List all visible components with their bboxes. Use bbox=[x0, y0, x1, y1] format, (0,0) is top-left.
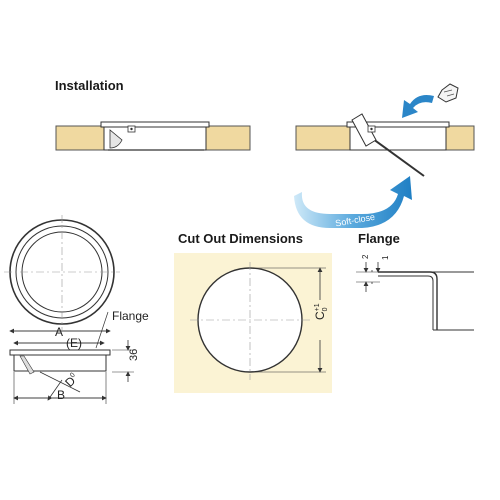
cutout-panel: C+10 bbox=[174, 253, 332, 393]
dim-e: (E) bbox=[66, 336, 82, 350]
wood-board-right-a bbox=[295, 125, 351, 151]
drop-arrow-icon bbox=[402, 95, 434, 118]
title-installation: Installation bbox=[55, 78, 124, 93]
title-flange: Flange bbox=[358, 231, 400, 246]
wood-board-left-b bbox=[205, 125, 251, 151]
pull-lid bbox=[109, 129, 123, 149]
flange-profile bbox=[378, 271, 438, 330]
installation-right: Soft-close bbox=[294, 83, 475, 229]
wood-board-right-b bbox=[445, 125, 475, 151]
top-view bbox=[4, 215, 120, 330]
dim-b: B bbox=[57, 388, 65, 402]
trash-icon bbox=[437, 83, 459, 103]
dim-2: 2 bbox=[361, 254, 370, 259]
flange-detail: 2 1 bbox=[356, 254, 474, 331]
title-cutout-dimensions: Cut Out Dimensions bbox=[178, 231, 303, 246]
flange-callout: Flange bbox=[112, 309, 149, 323]
side-profile: A (E) Flange D0 36 B bbox=[9, 309, 149, 404]
pull-lip bbox=[100, 121, 210, 128]
dim-1: 1 bbox=[381, 255, 390, 260]
dim-c: C+10 bbox=[313, 303, 329, 320]
installation-left bbox=[55, 121, 251, 151]
soft-close-arrow bbox=[294, 176, 412, 228]
wood-board-left-a bbox=[55, 125, 105, 151]
pull-body bbox=[103, 125, 207, 151]
dim-36: 36 bbox=[128, 349, 140, 361]
dim-a: A bbox=[55, 325, 63, 339]
dim-d: D0 bbox=[62, 371, 81, 390]
